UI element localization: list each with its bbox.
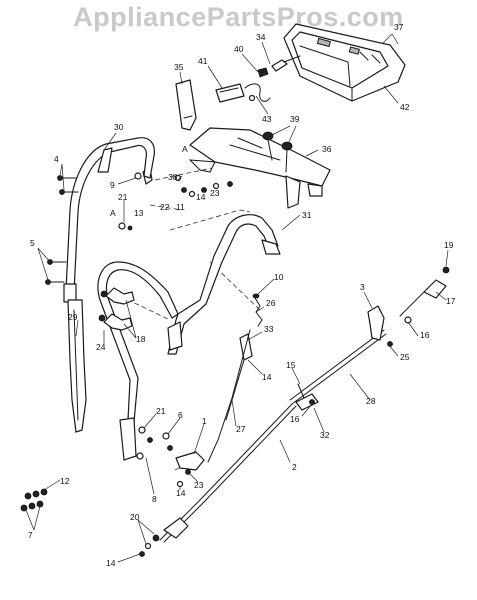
callout-30: 30: [114, 122, 124, 132]
part-43-wire: [244, 83, 271, 102]
callout-34: 34: [256, 32, 266, 42]
part-17-crank: [399, 266, 450, 317]
part-35-bracket: [175, 79, 197, 131]
callout-16-b: 16: [290, 414, 300, 424]
callout-12: 12: [60, 476, 70, 486]
part-20-rod-end: [139, 517, 189, 557]
callout-42: 42: [400, 102, 410, 112]
callout-9: 9: [110, 180, 115, 190]
callout-4: 4: [54, 154, 59, 164]
callout-16-a: 16: [420, 330, 430, 340]
leader-lines: [25, 33, 449, 563]
watermark: AppliancePartsPros.com: [73, 2, 404, 32]
callout-11: 11: [176, 202, 185, 212]
callout-A-1: A: [182, 144, 188, 154]
callout-25: 25: [400, 352, 410, 362]
callout-6: 6: [178, 410, 183, 420]
part-16-clip: [387, 316, 412, 347]
callout-23-b: 23: [194, 480, 204, 490]
callout-33: 33: [264, 324, 274, 334]
part-18-knobs: [98, 287, 135, 331]
callout-29: 29: [68, 312, 78, 322]
callout-13: 13: [134, 208, 144, 218]
callout-37: 37: [394, 22, 404, 32]
callout-15: 15: [286, 360, 296, 370]
callout-10: 10: [274, 272, 284, 282]
part-31-main-handle: [97, 214, 281, 461]
callout-21-a: 21: [118, 192, 128, 202]
callout-38: 38: [168, 172, 178, 182]
lower-hardware: [136, 426, 205, 488]
callout-22: 22: [160, 202, 170, 212]
part-36-control-panel: [188, 127, 331, 209]
callout-A-2: A: [110, 208, 116, 218]
part-41-lens: [215, 83, 245, 103]
callout-24: 24: [96, 342, 106, 352]
part-34-key: [271, 55, 301, 72]
callout-3: 3: [360, 282, 365, 292]
callout-40: 40: [234, 44, 244, 54]
callout-23-a: 23: [210, 188, 220, 198]
callout-28: 28: [366, 396, 376, 406]
callout-20: 20: [130, 512, 140, 522]
part-42-dash-panel: [283, 23, 406, 102]
callout-32: 32: [320, 430, 330, 440]
callout-14-c: 14: [176, 488, 186, 498]
callout-5: 5: [30, 238, 35, 248]
callout-43: 43: [262, 114, 272, 124]
callout-21-b: 21: [156, 406, 166, 416]
callout-31: 31: [302, 210, 312, 220]
callout-2: 2: [292, 462, 297, 472]
callout-35: 35: [174, 62, 184, 72]
part-12-hardware: [20, 488, 48, 512]
part-15-linkage: [295, 383, 319, 411]
callout-18: 18: [136, 334, 146, 344]
callout-14-d: 14: [106, 558, 116, 568]
callout-1: 1: [202, 416, 207, 426]
callout-8: 8: [152, 494, 157, 504]
part-40-switch: [257, 67, 269, 78]
callout-17: 17: [446, 296, 456, 306]
part-27-rod: [207, 329, 251, 463]
part-29-lower-handle: [67, 299, 87, 433]
callout-labels: 37 34 40 41 35 42 43 39 30 36 A 4 38 9 2…: [28, 22, 456, 568]
callout-7: 7: [28, 530, 33, 540]
part-39-levers: [262, 131, 293, 173]
callout-39: 39: [290, 114, 300, 124]
part-26-spring: [252, 293, 263, 327]
part-28-rod: [289, 329, 387, 405]
callout-14-a: 14: [196, 192, 206, 202]
callout-19: 19: [444, 240, 454, 250]
part-3-shift-plate: [367, 305, 385, 341]
callout-26: 26: [266, 298, 276, 308]
callout-14-b: 14: [262, 372, 272, 382]
callout-41: 41: [198, 56, 208, 66]
callout-36: 36: [322, 144, 332, 154]
callout-27: 27: [236, 424, 246, 434]
part-30-upper-handle: [63, 137, 155, 303]
